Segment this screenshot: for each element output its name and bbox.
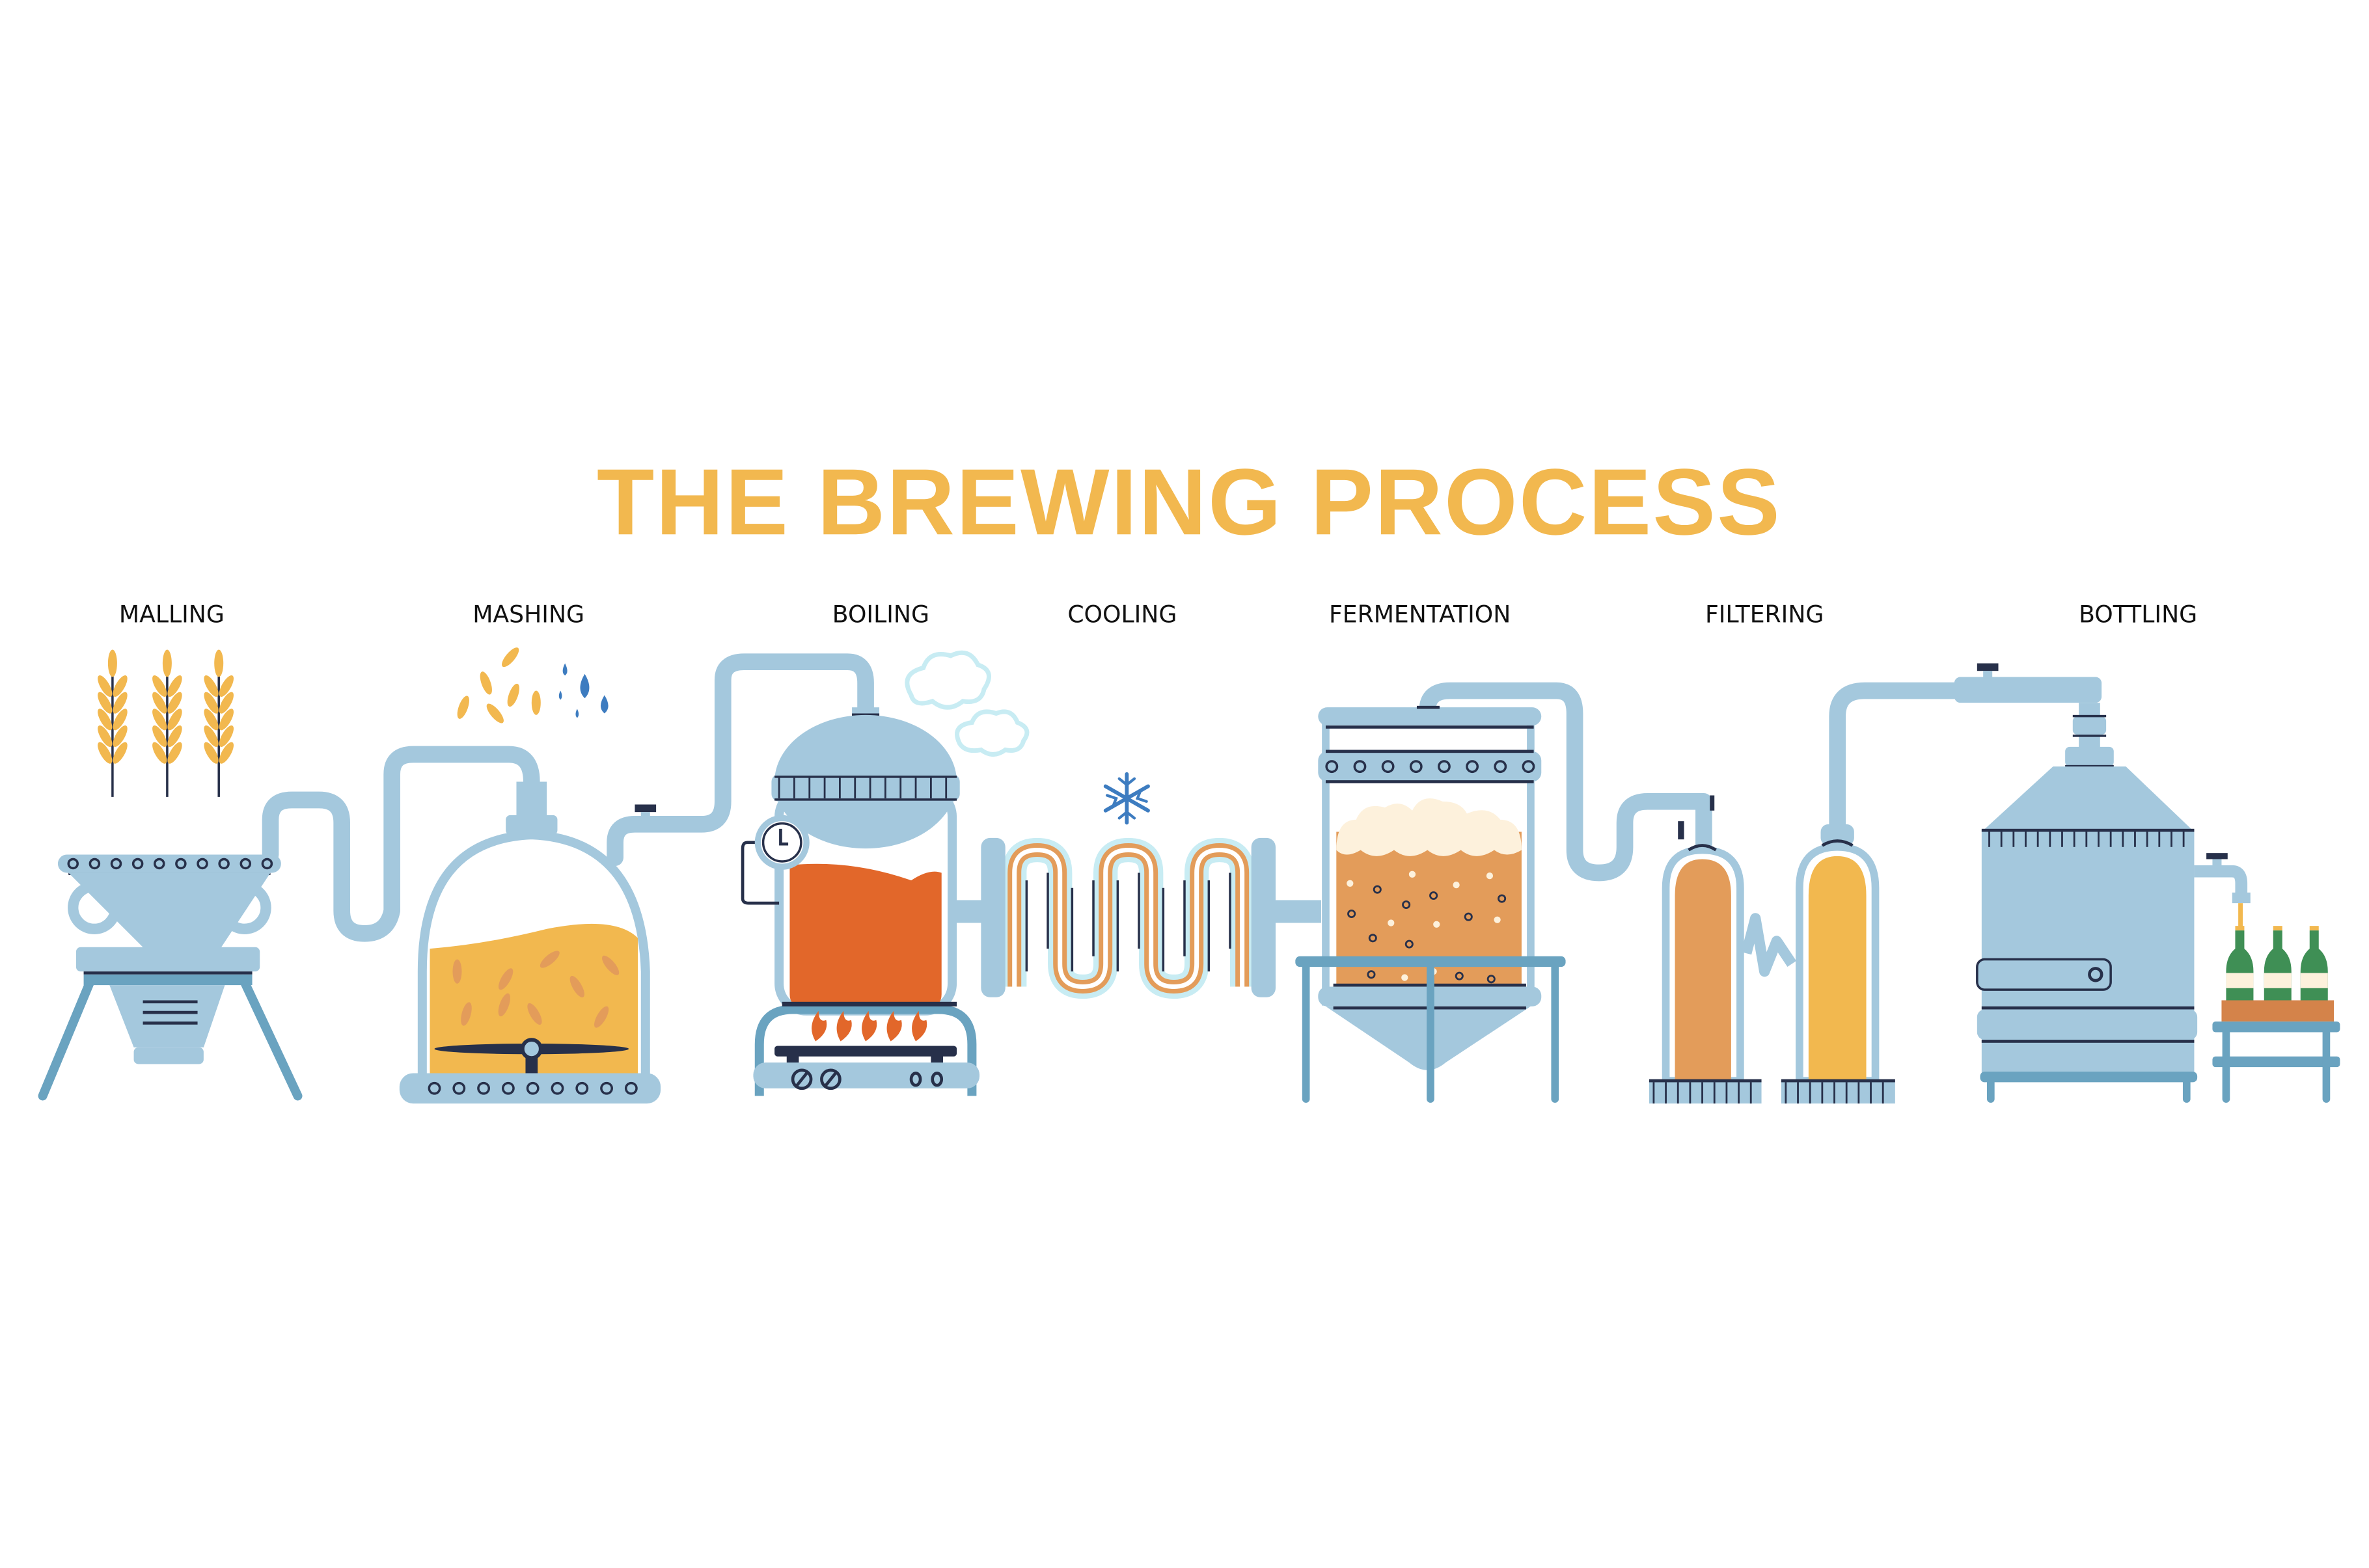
filtering-station bbox=[1649, 795, 1895, 1104]
bottling-station bbox=[1954, 663, 2340, 1103]
mashing-station bbox=[399, 647, 661, 1104]
page-title: THE BREWING PROCESS bbox=[597, 449, 1781, 554]
label-bottling: BOTTLING bbox=[2079, 601, 2197, 629]
label-cooling: COOLING bbox=[1067, 601, 1177, 629]
cooling-station bbox=[950, 772, 1321, 999]
bottle-icon bbox=[2226, 926, 2328, 1001]
snowflake-icon bbox=[1103, 772, 1150, 825]
water-drops-icon bbox=[558, 663, 609, 718]
fermentation-station bbox=[1295, 705, 1566, 1103]
steam-cloud-icon bbox=[905, 650, 1030, 757]
malling-station bbox=[38, 649, 303, 1101]
grain-icon bbox=[457, 647, 541, 723]
boiling-station bbox=[741, 650, 1030, 1096]
flame-icon bbox=[812, 1010, 927, 1042]
wheat-icon bbox=[98, 649, 234, 797]
label-boiling: BOILING bbox=[832, 601, 929, 629]
label-filtering: FILTERING bbox=[1705, 601, 1824, 629]
step-labels: MALLING MASHING BOILING COOLING FERMENTA… bbox=[119, 601, 2197, 629]
pipes bbox=[262, 653, 1975, 942]
label-malling: MALLING bbox=[119, 601, 225, 629]
label-fermentation: FERMENTATION bbox=[1329, 601, 1511, 629]
label-mashing: MASHING bbox=[472, 601, 584, 629]
